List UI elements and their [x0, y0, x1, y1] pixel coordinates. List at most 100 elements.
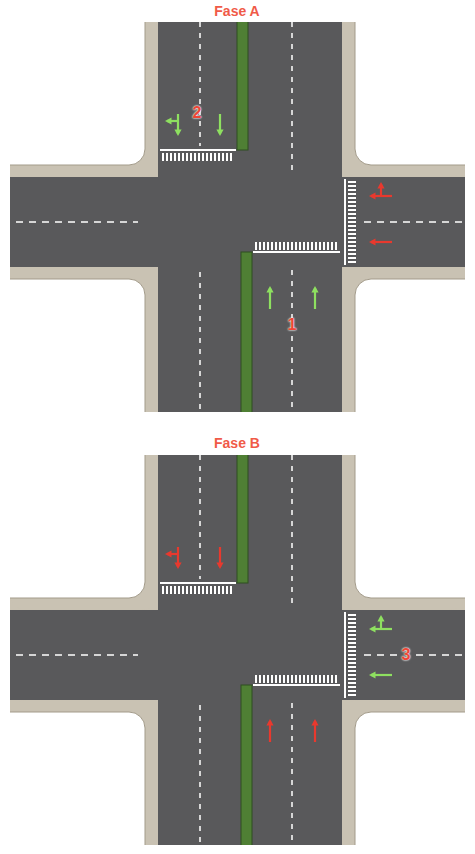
crosswalk: [214, 586, 216, 594]
crosswalk: [279, 675, 281, 683]
crosswalk: [226, 153, 228, 161]
crosswalk: [348, 225, 356, 227]
stop-line: [160, 582, 236, 584]
crosswalk: [194, 153, 196, 161]
crosswalk: [174, 153, 176, 161]
signal-arrow-head: [311, 719, 318, 726]
crosswalk: [206, 586, 208, 594]
crosswalk: [271, 242, 273, 250]
crosswalk: [348, 666, 356, 668]
background: [0, 597, 10, 713]
crosswalk: [194, 586, 196, 594]
lane-marking: [291, 22, 293, 172]
crosswalk: [267, 675, 269, 683]
crosswalk: [319, 242, 321, 250]
signal-arrow-head: [174, 130, 181, 137]
crosswalk: [348, 634, 356, 636]
signal-arrow-head: [266, 719, 273, 726]
crosswalk: [178, 153, 180, 161]
crosswalk: [331, 242, 333, 250]
median: [237, 22, 248, 150]
callout-number: 1: [286, 316, 299, 334]
block: [0, 712, 145, 845]
crosswalk: [291, 675, 293, 683]
crosswalk: [303, 675, 305, 683]
crosswalk: [348, 221, 356, 223]
crosswalk: [348, 249, 356, 251]
signal-arrow-head: [165, 550, 172, 557]
crosswalk: [348, 638, 356, 640]
crosswalk: [222, 153, 224, 161]
crosswalk: [348, 618, 356, 620]
crosswalk: [348, 241, 356, 243]
crosswalk: [267, 242, 269, 250]
crosswalk: [348, 674, 356, 676]
crosswalk: [182, 153, 184, 161]
block: [0, 279, 145, 412]
crosswalk: [263, 675, 265, 683]
crosswalk: [162, 586, 164, 594]
crosswalk: [190, 586, 192, 594]
crosswalk: [226, 586, 228, 594]
background: [0, 164, 10, 280]
intersection-illustration: [0, 22, 475, 412]
signal-arrow-head: [216, 563, 223, 570]
phase-title: Fase B: [214, 436, 260, 450]
background: [465, 164, 475, 280]
crosswalk: [307, 242, 309, 250]
crosswalk: [348, 237, 356, 239]
crosswalk: [307, 675, 309, 683]
lane-marking: [199, 22, 201, 146]
signal-arrow-head: [311, 286, 318, 293]
asphalt: [10, 177, 465, 267]
crosswalk: [348, 213, 356, 215]
signal-arrow-head: [369, 671, 376, 678]
crosswalk: [174, 586, 176, 594]
crosswalk: [255, 242, 257, 250]
crosswalk: [348, 670, 356, 672]
crosswalk: [335, 675, 337, 683]
stop-line: [253, 251, 340, 253]
crosswalk: [186, 153, 188, 161]
crosswalk: [348, 197, 356, 199]
crosswalk: [348, 614, 356, 616]
lane-marking: [364, 654, 465, 656]
callout-number: 2: [191, 104, 204, 122]
crosswalk: [182, 586, 184, 594]
background: [465, 597, 475, 713]
crosswalk: [259, 242, 261, 250]
crosswalk: [166, 586, 168, 594]
block: [0, 455, 145, 598]
crosswalk: [287, 675, 289, 683]
block: [355, 22, 475, 165]
crosswalk: [348, 622, 356, 624]
crosswalk: [327, 242, 329, 250]
crosswalk: [348, 193, 356, 195]
crosswalk: [348, 630, 356, 632]
lane-marking: [16, 654, 138, 656]
signal-arrow-head: [369, 192, 376, 199]
crosswalk: [348, 253, 356, 255]
crosswalk: [315, 242, 317, 250]
crosswalk: [348, 686, 356, 688]
crosswalk: [348, 650, 356, 652]
lane-marking: [291, 703, 293, 845]
signal-arrow-head: [266, 286, 273, 293]
asphalt: [10, 610, 465, 700]
crosswalk: [295, 242, 297, 250]
crosswalk: [348, 694, 356, 696]
lane-marking: [16, 221, 138, 223]
crosswalk: [348, 626, 356, 628]
crosswalk: [348, 189, 356, 191]
crosswalk: [331, 675, 333, 683]
sidewalk: [10, 598, 465, 712]
crosswalk: [202, 153, 204, 161]
crosswalk: [348, 654, 356, 656]
block: [355, 455, 475, 598]
crosswalk: [327, 675, 329, 683]
crosswalk: [319, 675, 321, 683]
lane-marking: [364, 221, 465, 223]
signal-arrow-head: [377, 615, 384, 622]
crosswalk: [348, 217, 356, 219]
sidewalk: [10, 165, 465, 279]
